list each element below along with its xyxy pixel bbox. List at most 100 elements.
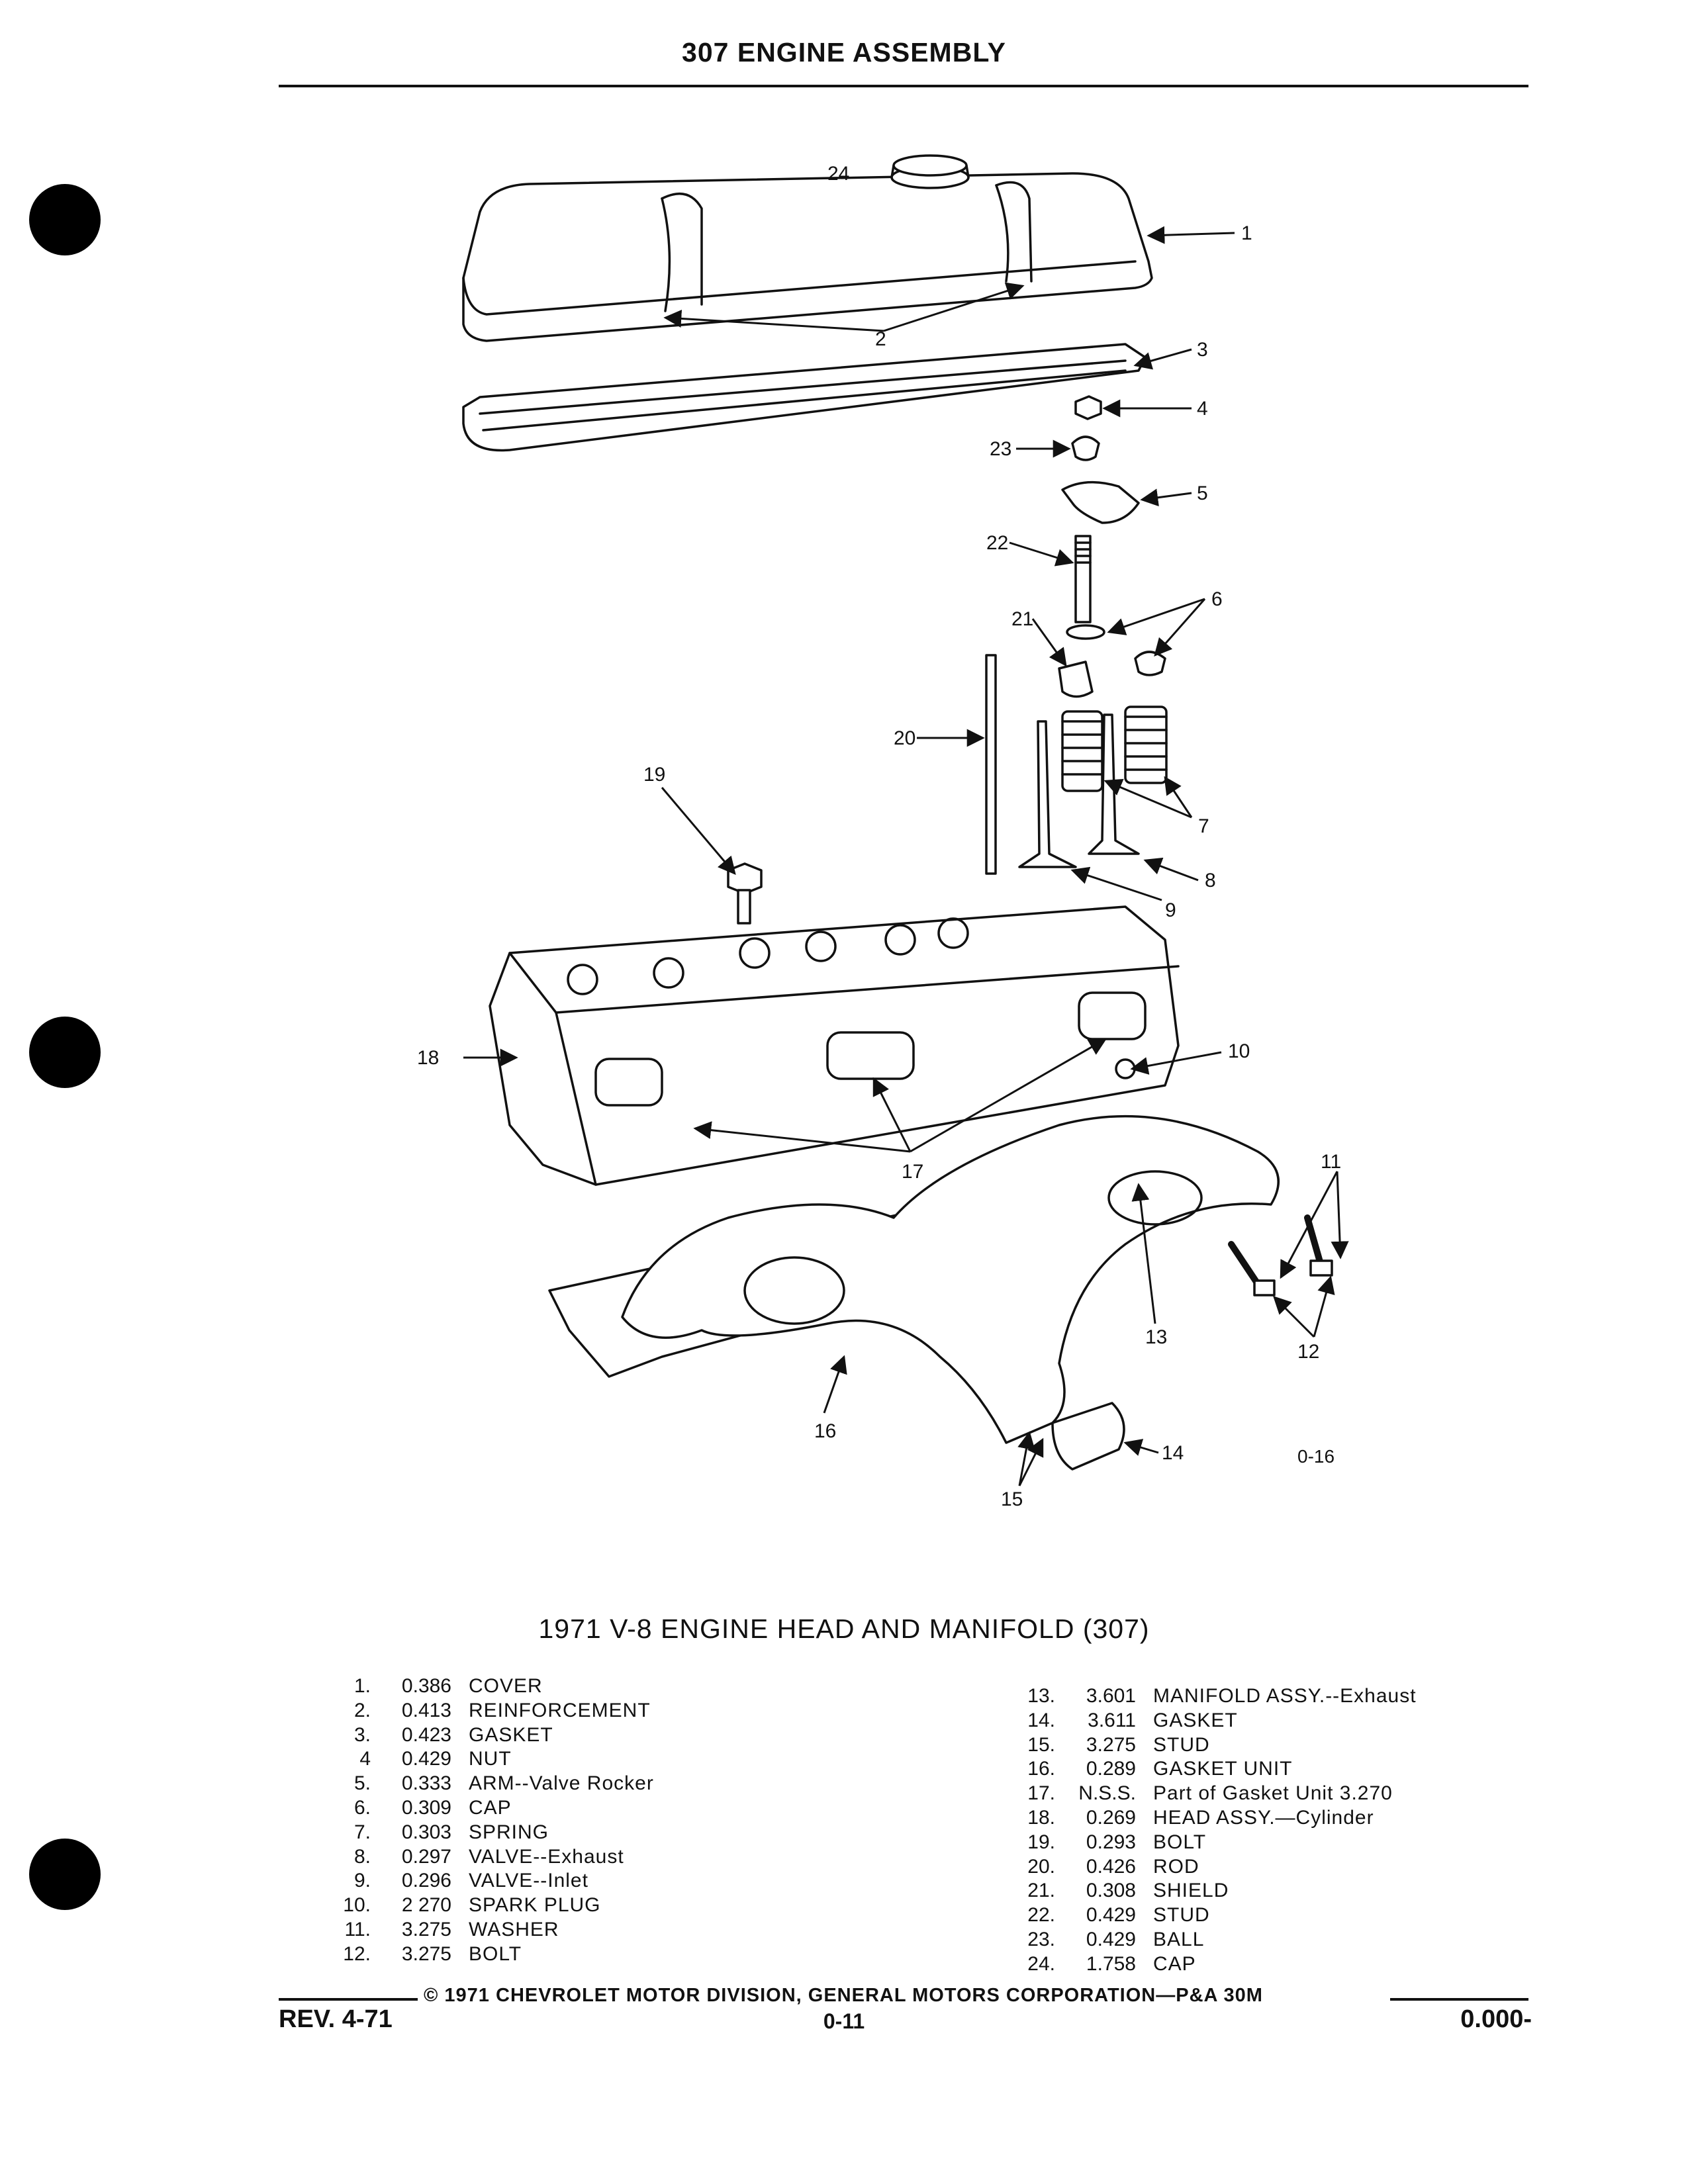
part-description: CAP: [1153, 1952, 1196, 1975]
header-rule: [279, 85, 1528, 87]
part-number: 9.: [353, 1870, 371, 1892]
callout-4: 4: [1197, 398, 1208, 420]
part-description: SHIELD: [1153, 1880, 1229, 1902]
figure-caption: 1971 V-8 ENGINE HEAD AND MANIFOLD (307): [538, 1614, 1150, 1644]
part-description: WASHER: [469, 1918, 559, 1940]
callout-labels: 1 2 3 4 5 6 7 8 9 10 11 12 13 14 15 16 1…: [417, 163, 1341, 1510]
part-description: MANIFOLD ASSY.--Exhaust: [1153, 1685, 1417, 1707]
part-description: STUD: [1153, 1733, 1210, 1756]
part-number: 5.: [353, 1772, 371, 1795]
rocker-arm: [1061, 480, 1140, 524]
part-group-code: 0.303: [401, 1821, 451, 1843]
page-number: 0-11: [823, 2009, 865, 2033]
valve-springs: [1061, 705, 1168, 792]
part-number: 24.: [1027, 1952, 1055, 1975]
part-description: VALVE--Inlet: [469, 1870, 588, 1892]
part-group-code: 2 270: [401, 1894, 451, 1917]
part-group-code: N.S.S.: [1078, 1782, 1136, 1805]
callout-21: 21: [1011, 608, 1033, 630]
callout-2: 2: [875, 328, 886, 350]
binder-hole-bottom: [29, 1839, 101, 1910]
callout-3: 3: [1197, 339, 1208, 361]
callout-16: 16: [814, 1420, 836, 1442]
ball: [1071, 435, 1100, 461]
part-group-code: 3.275: [401, 1918, 451, 1940]
callout-6: 6: [1211, 588, 1223, 610]
part-description: SPRING: [469, 1821, 549, 1843]
exhaust-manifold: [621, 1115, 1280, 1444]
parts-row: 17. N.S.S. Part of Gasket Unit 3.270: [1014, 1782, 1417, 1806]
part-description: GASKET UNIT: [1153, 1758, 1293, 1780]
part-number: 10.: [343, 1894, 371, 1917]
part-number: 13.: [1027, 1685, 1055, 1707]
footer-credit: © 1971 CHEVROLET MOTOR DIVISION, GENERAL…: [424, 1985, 1263, 2006]
part-group-code: 0.269: [1086, 1806, 1136, 1829]
part-group-code: 0.429: [401, 1748, 451, 1770]
callout-5: 5: [1197, 482, 1208, 504]
part-description: REINFORCEMENT: [469, 1699, 651, 1721]
part-number: 21.: [1027, 1880, 1055, 1902]
part-group-code: 0.293: [1086, 1831, 1136, 1853]
part-description: ARM--Valve Rocker: [469, 1772, 654, 1795]
outlet-gasket: [1051, 1402, 1125, 1471]
parts-row: 21. 0.308 SHIELD: [1014, 1879, 1417, 1903]
callout-17: 17: [902, 1161, 923, 1183]
part-group-code: 0.429: [1086, 1928, 1136, 1950]
part-group-code: 0.309: [401, 1796, 451, 1819]
part-group-code: 0.386: [401, 1675, 451, 1697]
cylinder-head: [489, 905, 1180, 1186]
part-description: Part of Gasket Unit 3.270: [1153, 1782, 1393, 1805]
section-number: 0.000-: [1460, 2005, 1532, 2033]
parts-row: 10. 2 270 SPARK PLUG: [330, 1893, 654, 1918]
callout-23: 23: [990, 438, 1011, 460]
rocker-cover: [462, 154, 1153, 342]
part-description: GASKET: [469, 1723, 553, 1746]
part-group-code: 0.333: [401, 1772, 451, 1795]
part-number: 8.: [353, 1845, 371, 1868]
part-group-code: 0.308: [1086, 1880, 1136, 1902]
part-description: GASKET: [1153, 1709, 1238, 1731]
callout-15: 15: [1001, 1488, 1023, 1510]
callout-11: 11: [1321, 1151, 1341, 1173]
push-rod: [985, 654, 997, 875]
revision-label: REV. 4-71: [279, 2005, 393, 2033]
part-number: 1.: [353, 1675, 371, 1697]
parts-row: 1. 0.386 COVER: [330, 1674, 654, 1699]
callout-9: 9: [1165, 899, 1176, 921]
part-group-code: 0.429: [1086, 1904, 1136, 1927]
valve-cap-right: [1134, 651, 1166, 676]
part-number: 17.: [1027, 1782, 1055, 1805]
callout-14: 14: [1162, 1442, 1184, 1464]
part-number: 15.: [1027, 1733, 1055, 1756]
part-description: SPARK PLUG: [469, 1894, 601, 1917]
part-description: BOLT: [469, 1942, 522, 1965]
part-description: BALL: [1153, 1928, 1205, 1950]
footer-rule-left: [279, 1998, 418, 2001]
callout-1: 1: [1241, 222, 1252, 244]
part-group-code: 0.423: [401, 1723, 451, 1746]
callout-20: 20: [894, 727, 915, 749]
parts-row: 5. 0.333 ARM--Valve Rocker: [330, 1772, 654, 1796]
part-group-code: 0.413: [401, 1699, 451, 1721]
part-description: COVER: [469, 1675, 543, 1697]
manifold-bolts: [1228, 1214, 1333, 1297]
leader-lines: [463, 226, 1349, 1486]
part-number: 7.: [353, 1821, 371, 1843]
